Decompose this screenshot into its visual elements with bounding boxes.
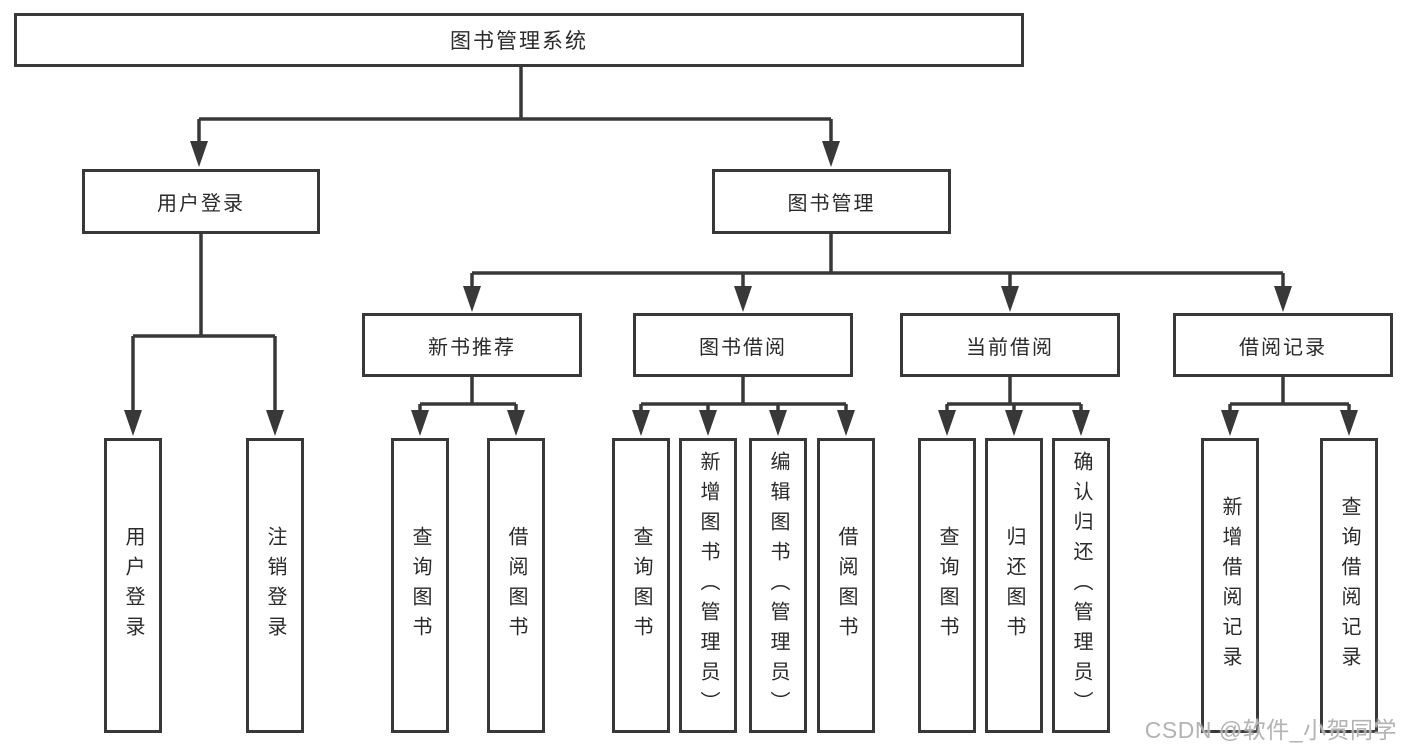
node-label: 图书管理 [787,193,876,215]
node-label: 借阅记录 [1239,336,1327,359]
leaf-borrow-books-recommend: 借阅图书 [487,438,545,733]
node-book-borrow: 图书借阅 [633,313,853,377]
connector-newbook-to-leaves [418,377,518,412]
leaf-label: 确认归还（管理员） [1070,450,1092,721]
node-label: 用户登录 [157,193,245,215]
arrowhead [1274,286,1292,312]
arrowhead [1340,410,1358,436]
connector-currentborrow-to-leaves [945,377,1083,412]
arrowheads [124,141,1358,436]
leaf-edit-book-admin: 编辑图书（管理员） [749,438,807,733]
leaf-query-books-current: 查询图书 [918,438,976,733]
node-label: 当前借阅 [966,336,1054,359]
leaf-label: 编辑图书（管理员） [767,450,789,721]
connector-root-to-level2 [197,67,833,143]
arrowhead [463,286,481,312]
leaf-add-book-admin: 新增图书（管理员） [679,438,737,733]
arrowhead [769,410,787,436]
arrowhead [190,141,208,167]
arrowhead [837,410,855,436]
arrowhead [734,286,752,312]
node-new-book-recommend: 新书推荐 [362,313,582,377]
arrowhead [1005,410,1023,436]
arrowhead [1221,410,1239,436]
leaf-label: 查询借阅记录 [1338,495,1360,676]
connector-bookborrow-to-leaves [639,377,848,412]
leaf-confirm-return-admin: 确认归还（管理员） [1052,438,1110,733]
arrowhead [266,410,284,436]
connector-bookmgmt-to-level3 [470,234,1285,288]
leaf-user-login: 用户登录 [104,438,162,733]
node-label: 新书推荐 [428,336,516,359]
leaf-label: 归还图书 [1003,525,1025,646]
node-label: 图书管理系统 [450,30,588,53]
arrowhead [938,410,956,436]
arrowhead [1001,286,1019,312]
leaf-label: 查询图书 [936,525,958,646]
leaf-query-books-recommend: 查询图书 [391,438,449,733]
leaf-label: 新增图书（管理员） [697,450,719,721]
leaf-add-borrow-record: 新增借阅记录 [1201,438,1259,733]
csdn-watermark: CSDN @软件_小贺同学 [1144,717,1397,743]
leaf-label: 借阅图书 [505,525,527,646]
node-borrow-records: 借阅记录 [1173,313,1393,377]
arrowhead [822,141,840,167]
leaf-query-books-borrow: 查询图书 [612,438,670,733]
arrowhead [124,410,142,436]
arrowhead [699,410,717,436]
node-system-root: 图书管理系统 [14,13,1024,67]
leaf-label: 新增借阅记录 [1219,495,1241,676]
leaf-borrow-books: 借阅图书 [817,438,875,733]
connector-userlogin-to-leaves [131,234,277,412]
leaf-label: 注销登录 [264,525,286,646]
arrowhead [1072,410,1090,436]
node-book-management: 图书管理 [712,169,951,234]
leaf-return-book: 归还图书 [985,438,1043,733]
leaf-logout: 注销登录 [246,438,304,733]
node-current-borrow: 当前借阅 [900,313,1120,377]
arrowhead [632,410,650,436]
node-label: 图书借阅 [699,336,787,359]
leaf-label: 用户登录 [122,525,144,646]
leaf-query-borrow-record: 查询借阅记录 [1320,438,1378,733]
connector-borrowrecords-to-leaves [1228,377,1351,412]
arrowhead [411,410,429,436]
node-user-login: 用户登录 [82,169,320,234]
arrowhead [507,410,525,436]
leaf-label: 借阅图书 [835,525,857,646]
leaf-label: 查询图书 [630,525,652,646]
leaf-label: 查询图书 [409,525,431,646]
